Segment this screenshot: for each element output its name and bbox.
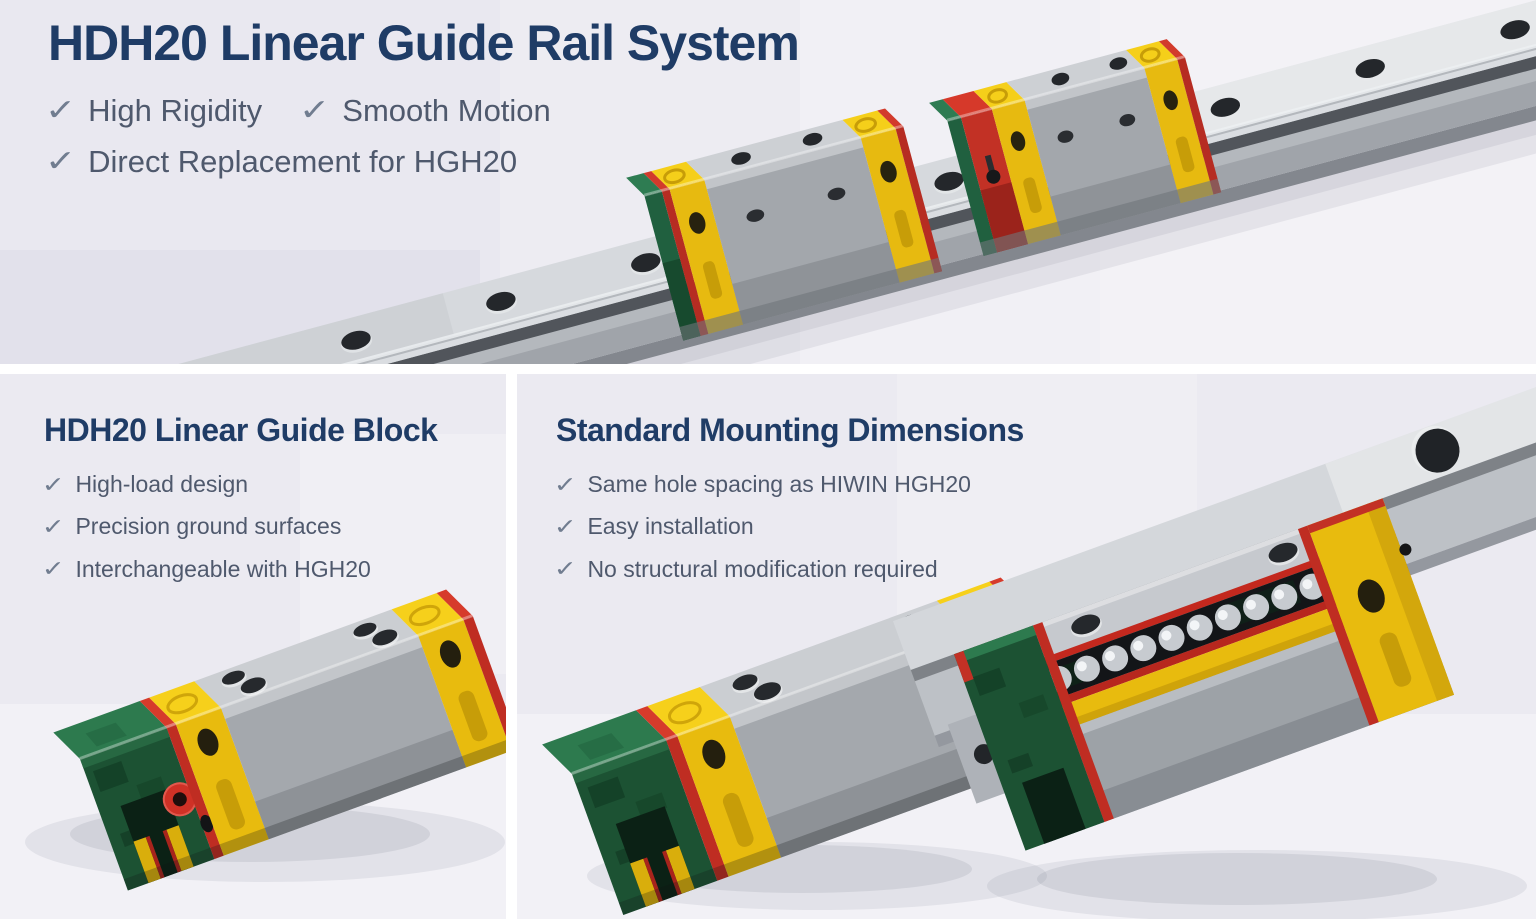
hero-feature-list: ✓ High Rigidity ✓ Smooth Motion ✓ Direct… [44,93,799,180]
feature-label: No structural modification required [587,555,938,582]
hero-panel: HDH20 Linear Guide Rail System ✓ High Ri… [0,0,1536,364]
carriage-block-2 [929,39,1222,256]
page-title: HDH20 Linear Guide Rail System [48,15,800,71]
feature-item: ✓ Precision ground surfaces [41,513,437,540]
check-icon: ✓ [553,556,577,582]
guide-block [53,589,506,891]
check-icon: ✓ [553,513,577,539]
mounting-dimensions-panel: Standard Mounting Dimensions ✓ Same hole… [517,374,1536,919]
feature-label: High Rigidity [88,93,263,128]
rail-mounting-holes [340,20,1532,353]
feature-item: ✓ Same hole spacing as HIWIN HGH20 [553,471,1024,497]
panel-divider-horizontal [0,364,1536,374]
feature-label: Smooth Motion [342,93,551,128]
hero-feature-line-1: ✓ High Rigidity ✓ Smooth Motion [44,93,799,128]
check-icon: ✓ [41,556,65,582]
guide-block-photo [0,374,506,919]
check-icon: ✓ [41,471,65,497]
rail-assembly [0,0,1536,364]
hero-feature-direct-replacement: ✓ Direct Replacement for HGH20 [44,144,518,180]
feature-item: ✓ Interchangeable with HGH20 [41,555,437,582]
check-icon: ✓ [299,94,331,128]
check-icon: ✓ [44,94,77,128]
green-end-cap [954,622,1114,851]
check-icon: ✓ [44,145,77,179]
feature-item: ✓ No structural modification required [553,555,1024,582]
guide-block-feature-list: ✓ High-load design ✓ Precision ground su… [41,471,437,582]
bottom-panels: HDH20 Linear Guide Block ✓ High-load des… [0,374,1536,919]
feature-label: Same hole spacing as HIWIN HGH20 [587,471,971,497]
section-title: HDH20 Linear Guide Block [44,412,438,448]
feature-label: High-load design [75,471,249,497]
guide-block-panel: HDH20 Linear Guide Block ✓ High-load des… [0,374,506,919]
mounting-feature-list: ✓ Same hole spacing as HIWIN HGH20 ✓ Eas… [553,471,1024,582]
feature-label: Easy installation [587,513,754,540]
feature-item: ✓ High-load design [41,471,437,497]
feature-label: Direct Replacement for HGH20 [88,144,518,180]
check-icon: ✓ [41,513,65,539]
hero-text: HDH20 Linear Guide Rail System ✓ High Ri… [44,14,800,196]
rail-with-two-blocks-photo [0,0,1536,364]
section-title: Standard Mounting Dimensions [556,412,1024,448]
feature-label: Interchangeable with HGH20 [75,555,371,582]
cutaway-block-on-rail [892,374,1536,851]
feature-label: Precision ground surfaces [75,513,342,540]
yellow-end-cap [1297,498,1454,726]
feature-item: ✓ Easy installation [553,513,1024,540]
hero-feature-high-rigidity: ✓ High Rigidity [44,93,263,128]
block-u-channel [120,789,194,884]
mounting-dimensions-photo [517,374,1536,919]
hero-feature-line-2: ✓ Direct Replacement for HGH20 [44,144,799,180]
mounting-dimensions-text: Standard Mounting Dimensions ✓ Same hole… [553,412,1025,599]
hero-feature-smooth-motion: ✓ Smooth Motion [299,93,551,128]
block-mounting-holes [221,622,399,697]
carriage-block-1 [626,108,943,341]
check-icon: ✓ [553,471,577,497]
panel-divider-vertical [506,374,517,919]
guide-block-text: HDH20 Linear Guide Block ✓ High-load des… [41,412,438,599]
